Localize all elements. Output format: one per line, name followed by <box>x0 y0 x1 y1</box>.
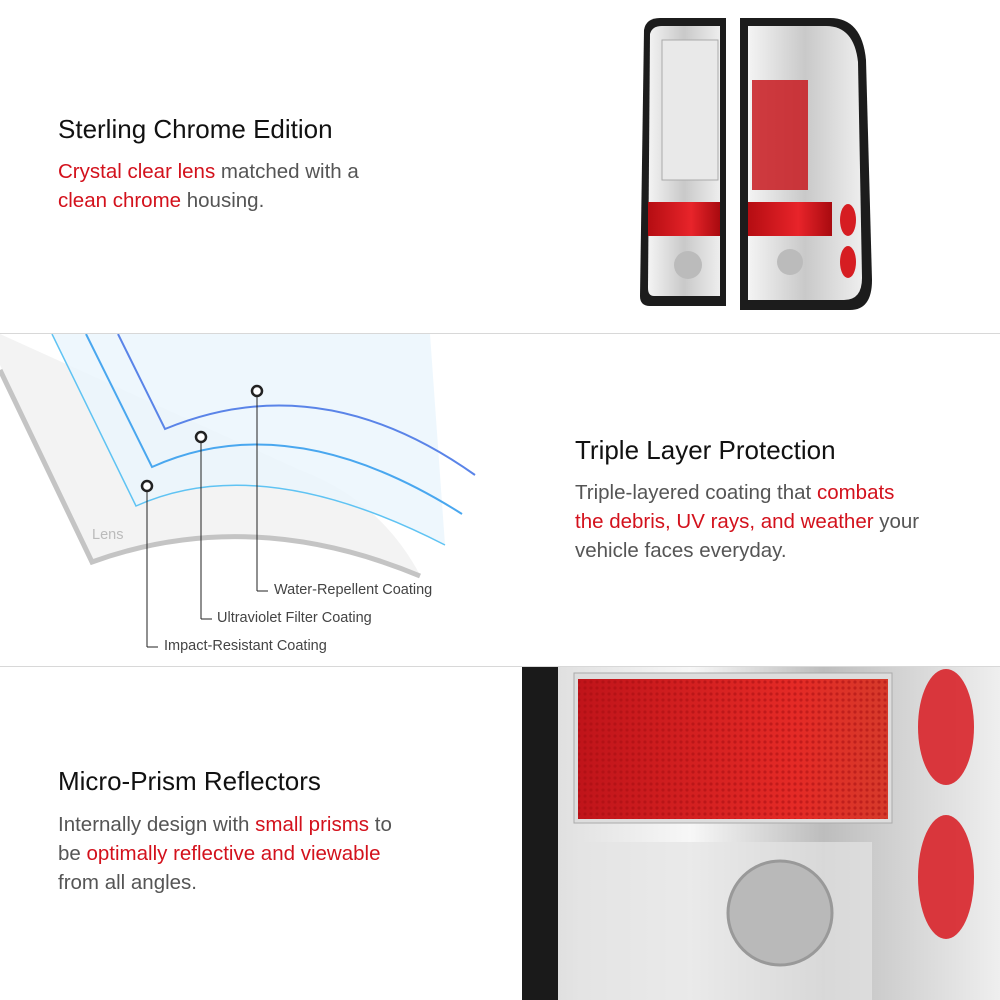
label-water-repellent: Water-Repellent Coating <box>274 582 433 598</box>
body-text: vehicle faces everyday. <box>575 539 787 562</box>
highlight-text: optimally reflective and viewable <box>86 842 381 865</box>
label-uv-filter: Ultraviolet Filter Coating <box>217 610 372 626</box>
lens-label: Lens <box>92 527 124 543</box>
section-title: Triple Layer Protection <box>575 435 836 465</box>
section-description: Triple-layered coating that combats the … <box>575 478 919 565</box>
body-text: Internally design with <box>58 813 256 836</box>
body-text: housing. <box>181 189 265 212</box>
body-text: matched with a <box>215 160 359 183</box>
section-divider <box>0 666 1000 667</box>
highlight-text: clean chrome <box>58 189 182 212</box>
reflector-closeup-image <box>522 667 1000 1000</box>
label-impact-resistant: Impact-Resistant Coating <box>164 638 327 654</box>
tail-lights-product-image <box>640 18 872 310</box>
highlight-text: the debris, UV rays, and weather <box>575 510 874 533</box>
section-description: Internally design with small prisms to b… <box>58 810 392 897</box>
body-text: be <box>58 842 87 865</box>
marker-impact-resistant <box>140 479 154 493</box>
body-text: your <box>873 510 920 533</box>
body-text: from all angles. <box>58 871 198 894</box>
coating-layers-diagram <box>0 334 476 648</box>
highlight-text: Crystal clear lens <box>58 160 216 183</box>
section-title: Sterling Chrome Edition <box>58 114 333 144</box>
marker-uv-filter <box>194 430 208 444</box>
section-description: Crystal clear lens matched with a clean … <box>58 157 359 215</box>
highlight-text: small prisms <box>255 813 370 836</box>
body-text: to <box>369 813 392 836</box>
section-divider <box>0 333 1000 334</box>
marker-water-repellent <box>250 384 264 398</box>
highlight-text: combats <box>816 481 895 504</box>
body-text: Triple-layered coating that <box>575 481 817 504</box>
section-title: Micro-Prism Reflectors <box>58 766 321 796</box>
